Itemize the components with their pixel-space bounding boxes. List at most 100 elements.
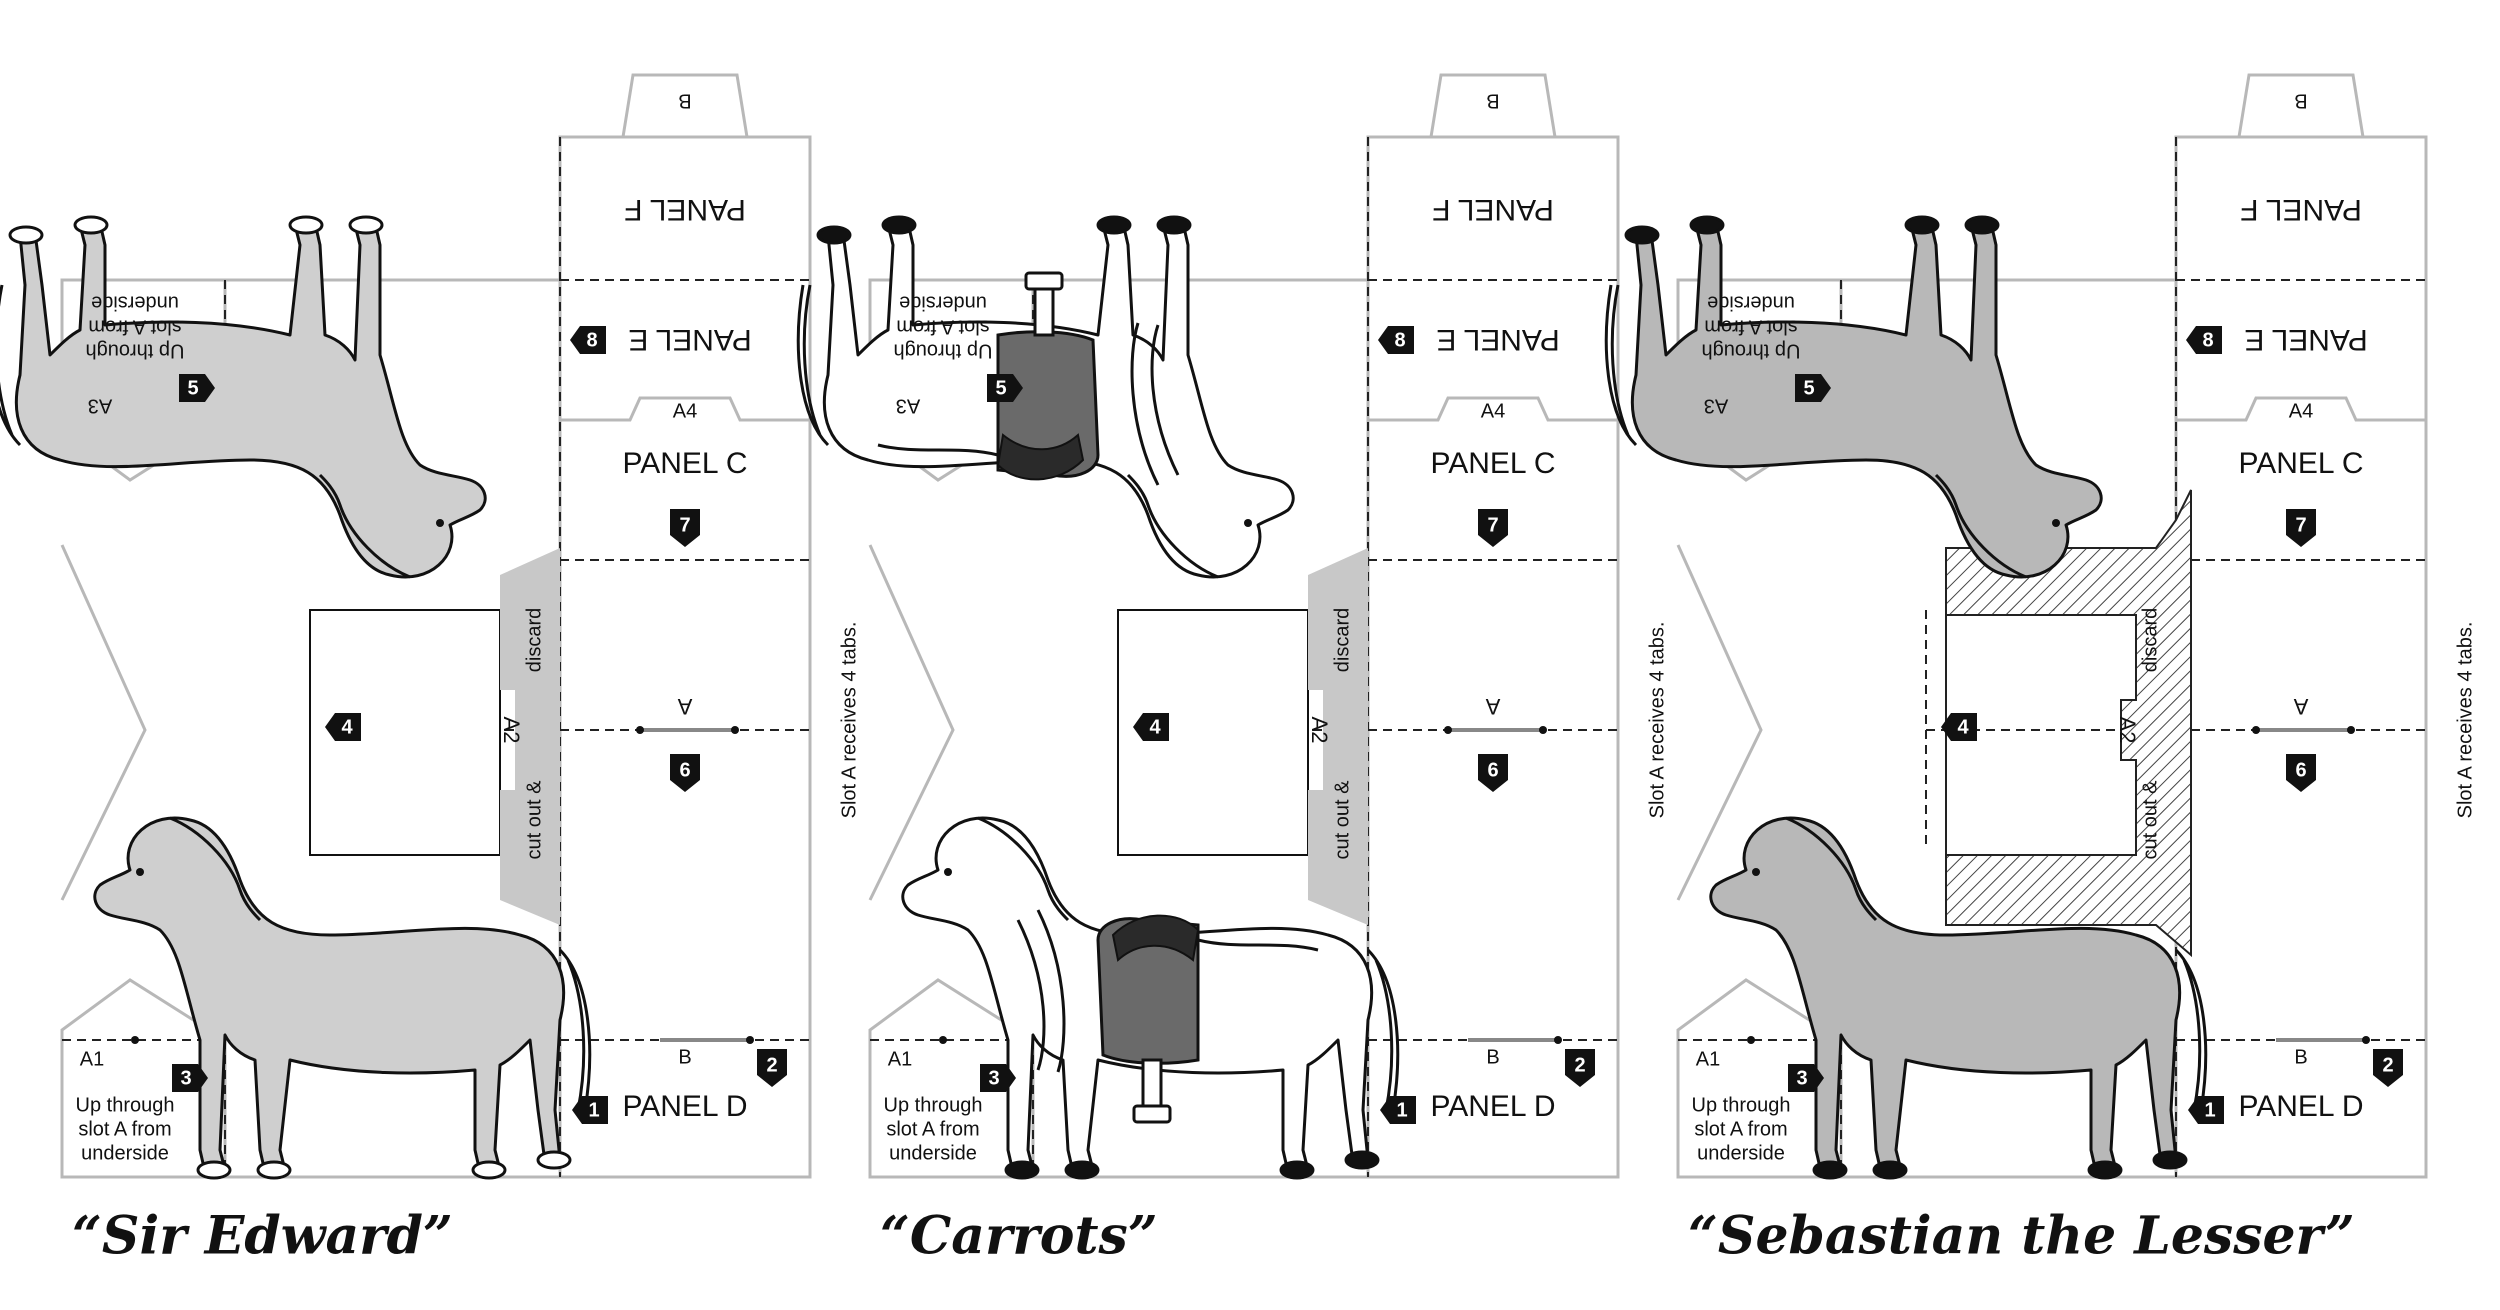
step-badge-label: 5 — [995, 377, 1006, 399]
label-a3: A3 — [88, 395, 112, 417]
label-panel-e: PANEL E — [1436, 323, 1559, 356]
label-a4: A4 — [673, 400, 697, 422]
step-badge-label: 7 — [679, 514, 690, 536]
label-cut-out: cut out & — [2139, 780, 2161, 860]
label-side-note: Slot A receives 4 tabs. — [1646, 622, 1668, 819]
slot-dot — [1554, 1036, 1562, 1044]
slot-dot — [2347, 726, 2355, 734]
label-panel-c: PANEL C — [1430, 447, 1555, 480]
step-badge-label: 1 — [588, 1099, 599, 1121]
tab-a4-outline — [1368, 396, 1618, 422]
step-badge-4: 4 — [1133, 713, 1169, 741]
tab-b-outline — [2237, 73, 2365, 138]
label-discard: discard — [523, 608, 545, 672]
a3-note-line: underside — [1707, 292, 1795, 314]
label-tab-b: B — [678, 90, 691, 112]
label-tab-b: B — [1486, 90, 1499, 112]
horse-hoof — [348, 215, 384, 235]
label-a1: A1 — [1696, 1048, 1720, 1070]
slot-dot — [2252, 726, 2260, 734]
a3-note-line: Up through — [894, 340, 993, 362]
stirrup — [1132, 1104, 1172, 1124]
label-a2: A2 — [1307, 717, 1332, 744]
a1-note-line: slot A from — [78, 1118, 171, 1140]
label-side-note: Slot A receives 4 tabs. — [838, 622, 860, 819]
step-badge-label: 8 — [586, 329, 597, 351]
horse-eye — [1244, 519, 1252, 527]
horse-mane — [977, 816, 1070, 922]
horse-body — [1709, 816, 2182, 1174]
a3-note-line: Up through — [86, 340, 185, 362]
step-badge-6: 6 — [670, 754, 700, 792]
horse-body — [1630, 221, 2103, 579]
a1-note-line: underside — [1697, 1142, 1785, 1164]
horse-upside-down — [0, 215, 487, 579]
step-badge-label: 3 — [180, 1067, 191, 1089]
stirrup-strap — [1141, 1058, 1163, 1112]
horse-standing — [901, 816, 1400, 1180]
horse-name-title: “Sebastian the Lesser” — [1688, 1206, 2355, 1267]
horse-name-title: “Sir Edward” — [72, 1206, 453, 1267]
step-badge-1: 1 — [1380, 1096, 1416, 1124]
step-badge-label: 8 — [2202, 329, 2213, 351]
horse-hoof — [288, 215, 324, 235]
a1-note-line: Up through — [1692, 1094, 1791, 1116]
horse-hoof — [816, 225, 852, 245]
horse-hoof — [1904, 215, 1940, 235]
step-badge-label: 2 — [2382, 1054, 2393, 1076]
step-badge-label: 8 — [1394, 329, 1405, 351]
a1-note-line: slot A from — [886, 1118, 979, 1140]
step-badge-label: 5 — [1803, 377, 1814, 399]
step-badge-5: 5 — [987, 374, 1023, 402]
label-panel-d: PANEL D — [2238, 1090, 2363, 1123]
tab-a1-outline — [60, 978, 227, 1179]
horse-name-title: “Carrots” — [880, 1206, 1158, 1267]
tab-a1-outline — [1676, 978, 1843, 1179]
label-a4: A4 — [1481, 400, 1505, 422]
slot-dot — [746, 1036, 754, 1044]
step-badge-4: 4 — [1941, 713, 1977, 741]
barding — [877, 322, 1180, 486]
horse-mane — [1785, 816, 1878, 922]
saddle-seat — [996, 433, 1085, 481]
tab-a1-outline — [868, 978, 1035, 1179]
horse-eye — [944, 868, 952, 876]
horse-eye — [1752, 868, 1760, 876]
step-badge-1: 1 — [572, 1096, 608, 1124]
horse-hoof — [1279, 1160, 1315, 1180]
panel-column-outline — [1366, 135, 1620, 1179]
horse-tail — [1604, 284, 1638, 447]
stirrup — [1024, 271, 1064, 291]
step-badge-label: 2 — [766, 1054, 777, 1076]
step-badge-label: 4 — [1957, 716, 1969, 738]
horse-hoof — [1964, 215, 2000, 235]
horse-body — [93, 816, 566, 1174]
step-badge-label: 4 — [341, 716, 353, 738]
step-badge-2: 2 — [757, 1049, 787, 1087]
horse-hoof — [1344, 1150, 1380, 1170]
horse-hoof — [881, 215, 917, 235]
label-side-note: Slot A receives 4 tabs. — [2454, 622, 2476, 819]
step-badge-4: 4 — [325, 713, 361, 741]
horse-hoof — [1064, 1160, 1100, 1180]
horse-standing — [1709, 816, 2208, 1180]
step-badge-3: 3 — [980, 1064, 1016, 1092]
horse-hoof — [2087, 1160, 2123, 1180]
a1-note-line: slot A from — [1694, 1118, 1787, 1140]
panel-column-outline — [2174, 135, 2428, 1179]
slot-dot — [131, 1036, 139, 1044]
step-badge-label: 3 — [988, 1067, 999, 1089]
discard-hatch — [1945, 489, 2192, 958]
horse-hoof — [1689, 215, 1725, 235]
slot-dot — [939, 1036, 947, 1044]
a1-note-line: underside — [81, 1142, 169, 1164]
step-badge-label: 7 — [2295, 514, 2306, 536]
discard-strip — [1308, 548, 1368, 925]
label-slot-a: A — [2293, 694, 2308, 719]
slot-dot — [2362, 1036, 2370, 1044]
a3-note-line: slot A from — [896, 316, 989, 338]
step-badge-6: 6 — [1478, 754, 1508, 792]
